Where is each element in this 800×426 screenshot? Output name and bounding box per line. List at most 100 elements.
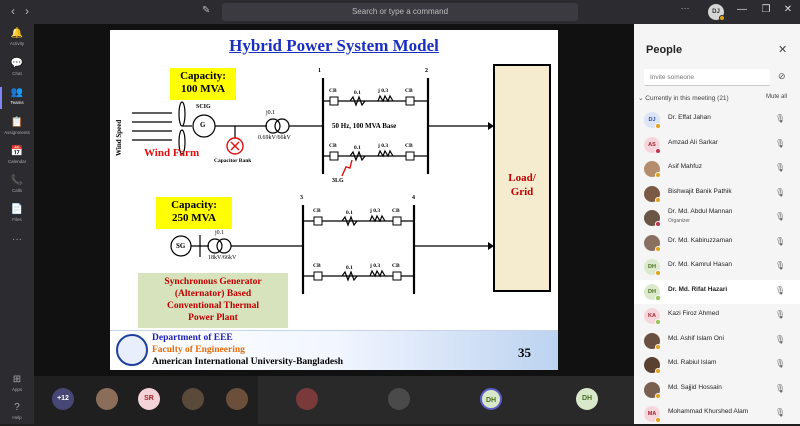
file-icon: 📄 xyxy=(10,204,24,215)
rail-item-chat[interactable]: 💬Chat xyxy=(0,58,34,76)
back-icon[interactable]: ‹ xyxy=(11,4,15,18)
participant-avatar[interactable] xyxy=(96,388,118,410)
mic-muted-icon[interactable]: 🎙 xyxy=(775,285,786,295)
invite-input[interactable]: Invite someone xyxy=(644,69,770,86)
rail-item-help[interactable]: ?Help xyxy=(0,402,34,420)
participant-row[interactable]: Md. Rabiul Islam🎙 xyxy=(634,353,800,377)
participant-row[interactable]: Bishwajit Banik Pathik🎙 xyxy=(634,182,800,206)
minimize-icon[interactable]: — xyxy=(737,4,747,15)
more-icon[interactable]: ··· xyxy=(680,3,690,13)
participant-row[interactable]: Md. Sajjid Hossain 🎙 xyxy=(634,378,800,402)
participant-role: Organizer xyxy=(668,218,690,224)
mic-muted-icon[interactable]: 🎙 xyxy=(775,212,786,221)
presence-status-dot xyxy=(655,245,661,252)
participant-name: Amzad Ali Sarkar xyxy=(668,138,718,146)
maximize-icon[interactable]: ❐ xyxy=(761,4,771,15)
participant-row[interactable]: Md. Ashif Islam Oni🎙 xyxy=(634,329,800,353)
rail-item-assignments[interactable]: 📋Assignments xyxy=(0,117,34,135)
share-invite-icon[interactable]: ⊘ xyxy=(778,71,786,81)
cb-label: CB xyxy=(392,208,400,214)
mic-muted-icon[interactable]: 🎙 xyxy=(775,310,786,319)
cb-label: CB xyxy=(405,143,413,149)
shared-slide: Hybrid Power System Model xyxy=(110,30,558,370)
compose-icon[interactable]: ✎ xyxy=(202,5,211,16)
line-impedance xyxy=(349,150,366,162)
rail-item-files[interactable]: 📄Files xyxy=(0,204,34,222)
meeting-stage: Hybrid Power System Model xyxy=(34,24,634,376)
calendar-icon: 📅 xyxy=(10,146,24,157)
rail-item-more[interactable]: ··· xyxy=(0,234,34,246)
app-rail: 🔔Activity 💬Chat 👥Teams 📋Assignments 📅Cal… xyxy=(0,24,34,424)
power-system-diagram xyxy=(132,78,494,294)
assignments-icon: 📋 xyxy=(10,117,24,128)
footer-department: Department of EEE xyxy=(152,333,233,343)
participant-row[interactable]: Asif Mahfuz🎙 xyxy=(634,157,800,181)
resistance-label: 0.1 xyxy=(346,210,353,216)
phone-icon: 📞 xyxy=(10,175,24,186)
rail-item-calendar[interactable]: 📅Calendar xyxy=(0,146,34,164)
cb-label: CB xyxy=(313,208,321,214)
search-input[interactable]: Search or type a command xyxy=(222,3,578,21)
participant-avatar[interactable]: DH xyxy=(576,388,598,410)
mic-muted-icon[interactable]: 🎙 xyxy=(775,138,786,148)
forward-icon[interactable]: › xyxy=(25,4,29,18)
close-window-icon[interactable]: ✕ xyxy=(783,4,793,15)
presence-status-dot xyxy=(655,147,661,154)
presence-status-dot xyxy=(655,343,661,350)
mic-muted-icon[interactable]: 🎙 xyxy=(775,408,786,417)
mic-muted-icon[interactable]: 🎙 xyxy=(775,163,786,172)
video-tile-area xyxy=(258,376,634,424)
rail-item-apps[interactable]: ⊞Apps xyxy=(0,374,34,392)
fault-arrow xyxy=(341,159,353,177)
participant-name: Md. Sajjid Hossain xyxy=(668,383,722,391)
participant-avatar[interactable] xyxy=(226,388,248,410)
current-participants-header[interactable]: ⌄ Currently in this meeting (21) xyxy=(638,95,729,102)
close-icon[interactable]: ✕ xyxy=(778,44,788,56)
bell-icon: 🔔 xyxy=(10,28,24,39)
transformer-coil xyxy=(207,238,223,254)
mute-all-button[interactable]: Mute all xyxy=(766,94,788,100)
active-speaker-avatar[interactable]: DH xyxy=(480,388,502,410)
participant-avatar[interactable] xyxy=(388,388,410,410)
wind-farm-label: Wind Farm xyxy=(144,147,200,159)
participant-name: Mohammad Khurshed Alam xyxy=(668,408,749,415)
sg-label: SG xyxy=(176,242,186,250)
mic-muted-icon[interactable]: 🎙 xyxy=(775,187,786,197)
participant-avatar[interactable] xyxy=(182,388,204,410)
mic-muted-icon[interactable]: 🎙 xyxy=(775,359,786,368)
arrow-head xyxy=(488,122,494,130)
bus-3-label: 3 xyxy=(300,195,303,201)
resistance-label: 0.1 xyxy=(354,145,361,151)
presence-status-dot xyxy=(655,368,661,374)
fault-label: 3LG xyxy=(332,178,344,184)
presence-status-dot xyxy=(655,417,661,423)
cb-label: CB xyxy=(405,88,413,94)
mic-muted-icon[interactable]: 🎙 xyxy=(775,261,786,270)
resistance-label: 0.1 xyxy=(354,90,361,96)
overflow-participants-button[interactable]: +12 xyxy=(52,388,74,410)
mic-muted-icon[interactable]: 🎙 xyxy=(775,383,786,393)
mic-muted-icon[interactable]: 🎙 xyxy=(775,114,786,123)
people-panel: People ✕ Invite someone ⊘ ⌄ Currently in… xyxy=(634,24,800,424)
mic-muted-icon[interactable]: 🎙 xyxy=(775,236,786,246)
presence-status-dot xyxy=(719,15,725,21)
line-impedance xyxy=(349,95,366,107)
people-panel-title: People xyxy=(646,44,683,56)
mic-muted-icon[interactable]: 🎙 xyxy=(775,334,786,344)
rail-item-calls[interactable]: 📞Calls xyxy=(0,175,34,193)
slide-title: Hybrid Power System Model xyxy=(229,36,439,55)
rail-item-teams[interactable]: 👥Teams xyxy=(0,87,34,109)
rail-item-activity[interactable]: 🔔Activity xyxy=(0,28,34,46)
more-icon: ··· xyxy=(12,234,22,245)
participant-row[interactable]: Dr. Md. Kabiruzzaman🎙 xyxy=(634,231,800,255)
participant-avatar[interactable]: SR xyxy=(138,388,160,410)
participant-avatar[interactable] xyxy=(296,388,318,410)
bus-2-label: 2 xyxy=(425,68,428,74)
